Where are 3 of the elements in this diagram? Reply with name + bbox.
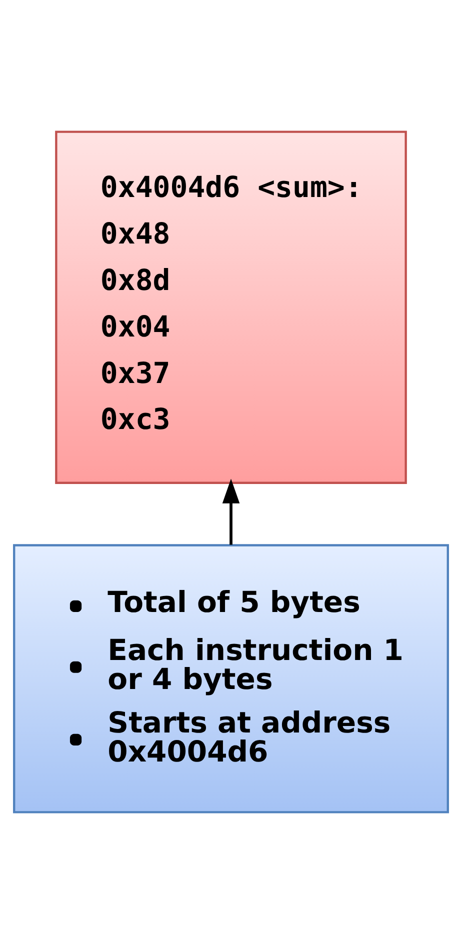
arrow (222, 478, 240, 544)
node-box: Total of 5 bytes Each instruction 1 or 4 bytes Starts at address 0x4004d6 (13, 544, 449, 813)
node-box: 0x4004d6 <sum>: 0x48 0x8d 0x04 0x37 0xc3 (55, 130, 407, 484)
